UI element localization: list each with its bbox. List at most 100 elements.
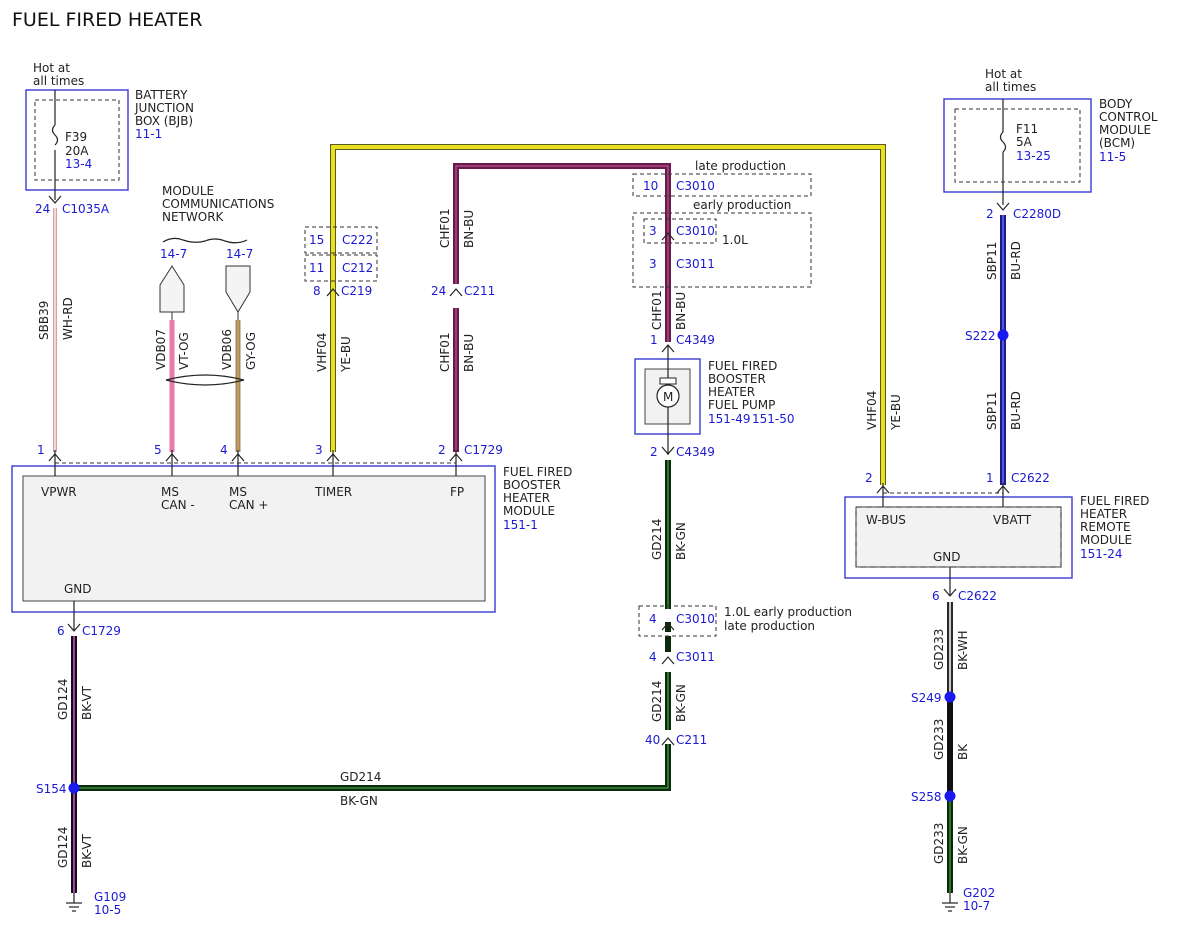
bjb-amps: 20A (65, 144, 89, 158)
bjb-fuse-area (34, 99, 120, 181)
bcm-pin: 2 (986, 207, 994, 221)
wire-gy-og-label: GY-OG (244, 332, 258, 370)
wire-gd214-label-mid: GD214 (650, 681, 664, 722)
c3010-low-pin: 4 (649, 612, 657, 626)
pin-ms-1: MS (161, 485, 179, 499)
ground-icon (942, 893, 958, 912)
connector-arrow-icon (326, 288, 340, 297)
c2622-gnd-pin: 6 (932, 589, 940, 603)
splice-s154 (68, 782, 80, 794)
c1729-pin-2: 2 (438, 443, 446, 457)
wire-gd214-label-horizontal: GD214 (340, 770, 381, 784)
wire-ye-bu-label: YE-BU (339, 336, 353, 373)
wire-sbp11-label-lower: SBP11 (985, 392, 999, 430)
wire-vdb07-label: VDB07 (154, 329, 168, 370)
c212: C212 (342, 261, 373, 275)
bjb-name-2: JUNCTION (134, 101, 194, 115)
bjb-box (25, 89, 129, 191)
connector-arrow-icon (996, 202, 1010, 211)
wire-bn-bu-label-upper: BN-BU (462, 210, 476, 248)
bcm-name-3: MODULE (1099, 123, 1151, 137)
wire-bn-bu-label-pump: BN-BU (674, 292, 688, 330)
remote-module-name-1: FUEL FIRED (1080, 494, 1149, 508)
fuel-pump-ref-1: 151-49 (708, 412, 751, 426)
c1729-gnd: C1729 (82, 624, 121, 638)
heater-module-name-2: BOOSTER (503, 478, 561, 492)
c222-pin: 15 (309, 233, 324, 247)
connector-arrow-icon (449, 453, 463, 462)
network-connector-right-icon (225, 265, 251, 313)
bcm-name-1: BODY (1099, 97, 1133, 111)
c3011-pin: 3 (649, 257, 657, 271)
bcm-ref: 11-5 (1099, 150, 1126, 164)
wire-chf01 (453, 163, 671, 452)
connector-c3010-late-box (632, 173, 812, 197)
connector-arrow-icon (165, 453, 179, 462)
fuel-pump-name-1: FUEL FIRED (708, 359, 777, 373)
c1729-pin-4: 4 (220, 443, 228, 457)
remote-pin-gnd: GND (933, 550, 961, 564)
connector-arrow-icon (996, 485, 1010, 494)
network-line-1: MODULE (162, 184, 214, 198)
c3010-late-pin: 10 (643, 179, 658, 193)
remote-module-box (844, 496, 1073, 579)
c3010-late: C3010 (676, 179, 715, 193)
wire-vhf04 (330, 144, 886, 485)
pin-vbatt: VBATT (993, 513, 1032, 527)
connector-arrow-icon (661, 232, 675, 241)
c2622-gnd: C2622 (958, 589, 997, 603)
bcm-hot-label-2: all times (985, 80, 1036, 94)
c4349-bot: C4349 (676, 445, 715, 459)
heater-module-name-1: FUEL FIRED (503, 465, 572, 479)
wire-vhf04-label: VHF04 (315, 333, 329, 372)
c2622: C2622 (1011, 471, 1050, 485)
bjb-hot-label-2: all times (33, 74, 84, 88)
bcm-name-2: CONTROL (1099, 110, 1158, 124)
fuel-pump: M FUEL FIRED BOOSTER HEATER FUEL PUMP 15… (634, 345, 795, 455)
c211-pin: 24 (431, 284, 446, 298)
fuse-icon (51, 124, 59, 146)
wire-bk-gn-label-horizontal: BK-GN (340, 794, 378, 808)
c3011: C3011 (676, 257, 715, 271)
splice-s249 (944, 691, 956, 703)
pin-w-bus: W-BUS (866, 513, 906, 527)
connector-arrow-icon (876, 485, 890, 494)
network-line-3: NETWORK (162, 210, 225, 224)
fuel-pump-name-3: HEATER (708, 385, 755, 399)
early-production-label: early production (693, 198, 791, 212)
wire-chf01-label-lower: CHF01 (438, 332, 452, 372)
heater-module-body (22, 475, 486, 602)
battery-junction-box: Hot at all times F39 20A 13-4 BATTERY JU… (25, 61, 194, 200)
wire-vt-og-label: VT-OG (177, 332, 191, 370)
wire-bk-vt-label-upper: BK-VT (80, 685, 94, 720)
brace-icon (162, 237, 248, 244)
wire-bn-bu-label-lower: BN-BU (462, 334, 476, 372)
c3010-early-pin: 3 (649, 224, 657, 238)
fuel-pump-name-2: BOOSTER (708, 372, 766, 386)
c1729-pin-5: 5 (154, 443, 162, 457)
heater-module-ref: 151-1 (503, 518, 538, 532)
c2622-pin-2: 2 (865, 471, 873, 485)
c1729-gnd-pin: 6 (57, 624, 65, 638)
heater-module-name-3: HEATER (503, 491, 550, 505)
remote-module-name-2: HEATER (1080, 507, 1127, 521)
c222: C222 (342, 233, 373, 247)
remote-module-ref: 151-24 (1080, 547, 1123, 561)
c211-low-pin: 40 (645, 733, 660, 747)
wire-bu-rd-label-upper: BU-RD (1009, 241, 1023, 280)
wire-gd124-label-upper: GD124 (56, 679, 70, 720)
wire-bu-rd-label-lower: BU-RD (1009, 391, 1023, 430)
c3011-low: C3011 (676, 650, 715, 664)
connector-arrow-icon (943, 588, 957, 597)
pin-ms-2: MS (229, 485, 247, 499)
ground-g109: G109 (94, 890, 126, 904)
pin-timer: TIMER (314, 485, 352, 499)
wire-gd124-label-lower: GD124 (56, 827, 70, 868)
connector-arrow-icon (661, 622, 675, 631)
pin-can-plus: CAN + (229, 498, 268, 512)
twisted-pair-icon (165, 374, 245, 386)
bjb-connector: C1035A (62, 202, 110, 216)
fuel-pump-name-4: FUEL PUMP (708, 398, 775, 412)
c211-low: C211 (676, 733, 707, 747)
c4349-top-pin: 1 (650, 333, 658, 347)
